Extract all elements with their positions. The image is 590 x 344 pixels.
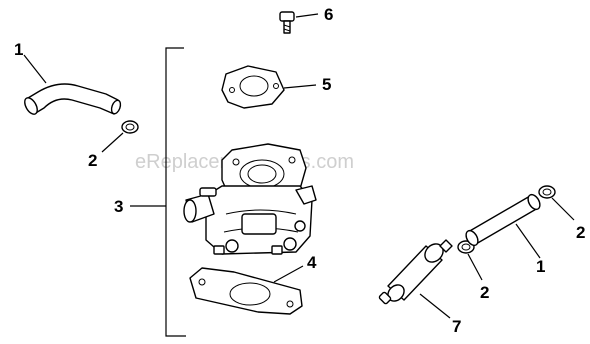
screw (279, 11, 295, 34)
callout-2-middle: 2 (480, 283, 489, 302)
callout-5: 5 (322, 75, 331, 94)
callout-6: 6 (324, 5, 333, 24)
clamp-left (121, 120, 139, 134)
leader-2-right (551, 197, 575, 221)
carburetor (183, 143, 317, 255)
callout-2-left: 2 (88, 151, 97, 170)
callout-1-right: 1 (536, 257, 545, 276)
leader-1-right (515, 223, 541, 259)
leader-2-middle (467, 253, 483, 281)
leader-6 (295, 13, 319, 18)
callout-1-left: 1 (14, 40, 23, 59)
upper-gasket (221, 65, 285, 109)
clamp-right (538, 185, 556, 199)
leader-4 (273, 265, 304, 283)
leader-5 (283, 84, 317, 89)
callout-2-right: 2 (576, 223, 585, 242)
lower-gasket (189, 267, 303, 315)
callout-4: 4 (307, 253, 317, 272)
leader-1-left (23, 54, 47, 84)
callout-3: 3 (114, 197, 123, 216)
leader-2-left (101, 132, 124, 153)
fuel-hose-left (24, 83, 122, 115)
bracket-3 (165, 47, 186, 337)
leader-7 (419, 293, 451, 319)
fuel-hose-right (465, 193, 541, 247)
fuel-filter (378, 239, 453, 305)
callout-7: 7 (452, 317, 461, 336)
